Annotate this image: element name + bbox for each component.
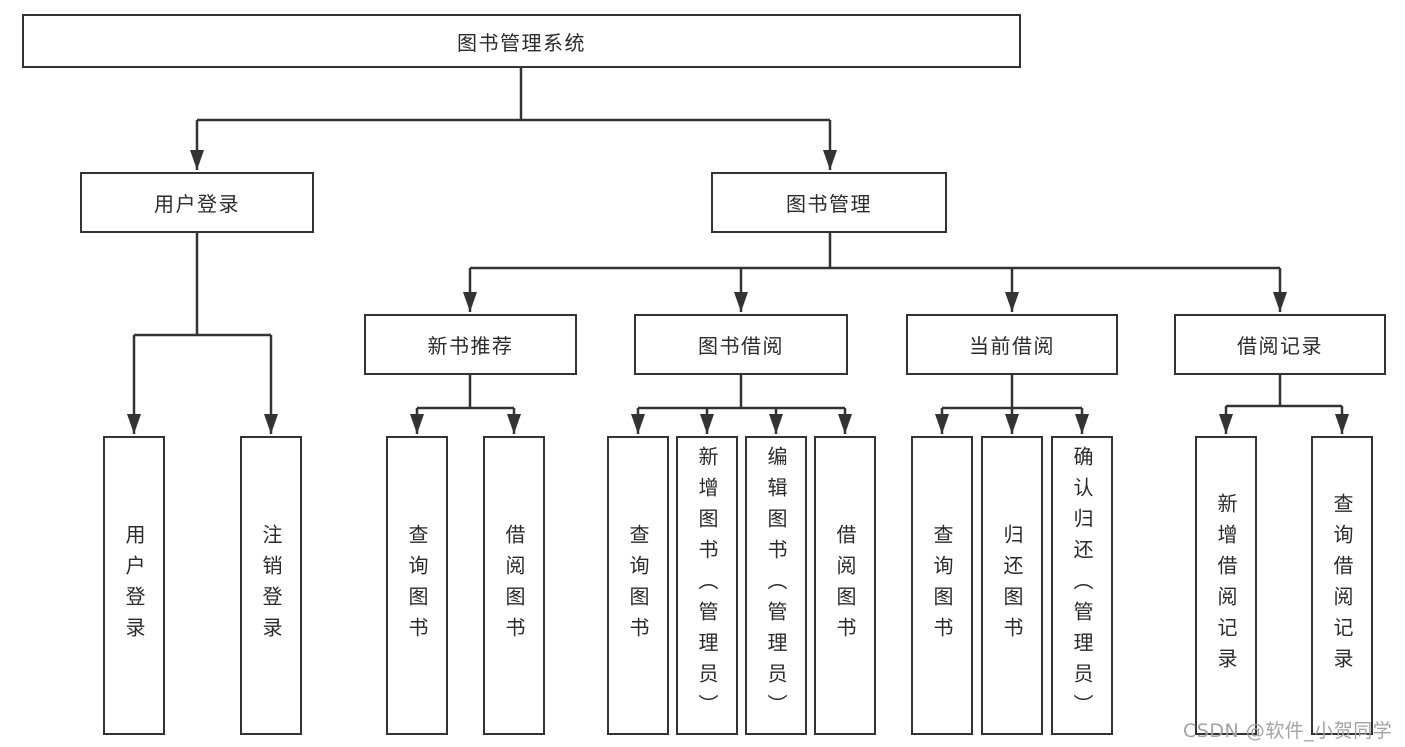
leaf-recommend-query-book-label: 查询图书: [405, 523, 429, 648]
branch-root: [190, 68, 837, 170]
leaf-edit-book-admin-label: 编辑图书（管理员）: [764, 446, 788, 725]
leaf-query-borrow-record-label: 查询借阅记录: [1330, 492, 1354, 679]
leaf-logout-label: 注销登录: [259, 523, 283, 648]
node-book-management: 图书管理: [711, 172, 947, 233]
leaf-add-borrow-record-label: 新增借阅记录: [1214, 492, 1238, 679]
leaf-recommend-borrow-book-label: 借阅图书: [502, 523, 526, 648]
leaf-borrow-query-book-label: 查询图书: [626, 523, 650, 648]
leaf-borrow-book-label: 借阅图书: [833, 523, 857, 648]
leaf-recommend-borrow-book: 借阅图书: [483, 436, 545, 735]
leaf-user-login: 用户登录: [103, 436, 165, 735]
branch-new-book-recommend: [410, 375, 521, 434]
branch-current-borrow: [935, 375, 1089, 434]
leaf-query-borrow-record: 查询借阅记录: [1311, 436, 1373, 735]
branch-book-management: [463, 233, 1287, 312]
leaf-edit-book-admin: 编辑图书（管理员）: [745, 436, 807, 735]
leaf-borrow-book: 借阅图书: [814, 436, 876, 735]
csdn-watermark: CSDN @软件_小贺同学: [1183, 720, 1393, 742]
leaf-confirm-return-admin: 确认归还（管理员）: [1051, 436, 1113, 735]
node-borrow-records: 借阅记录: [1174, 314, 1386, 375]
node-root-library-system: 图书管理系统: [22, 14, 1021, 68]
leaf-confirm-return-admin-label: 确认归还（管理员）: [1070, 446, 1094, 725]
node-current-borrow: 当前借阅: [906, 314, 1118, 375]
branch-borrow-records: [1219, 375, 1349, 434]
node-new-book-recommend: 新书推荐: [364, 314, 577, 375]
leaf-user-login-label: 用户登录: [122, 523, 146, 648]
branch-user-login: [127, 233, 278, 434]
leaf-recommend-query-book: 查询图书: [386, 436, 448, 735]
leaf-return-book: 归还图书: [981, 436, 1043, 735]
node-user-login: 用户登录: [80, 172, 314, 233]
leaf-add-borrow-record: 新增借阅记录: [1195, 436, 1257, 735]
leaf-current-query-book-label: 查询图书: [930, 523, 954, 648]
branch-book-borrow: [631, 375, 852, 434]
leaf-add-book-admin: 新增图书（管理员）: [676, 436, 738, 735]
leaf-add-book-admin-label: 新增图书（管理员）: [695, 446, 719, 725]
leaf-current-query-book: 查询图书: [911, 436, 973, 735]
leaf-logout: 注销登录: [240, 436, 302, 735]
leaf-borrow-query-book: 查询图书: [607, 436, 669, 735]
node-book-borrow: 图书借阅: [634, 314, 848, 375]
leaf-return-book-label: 归还图书: [1000, 523, 1024, 648]
